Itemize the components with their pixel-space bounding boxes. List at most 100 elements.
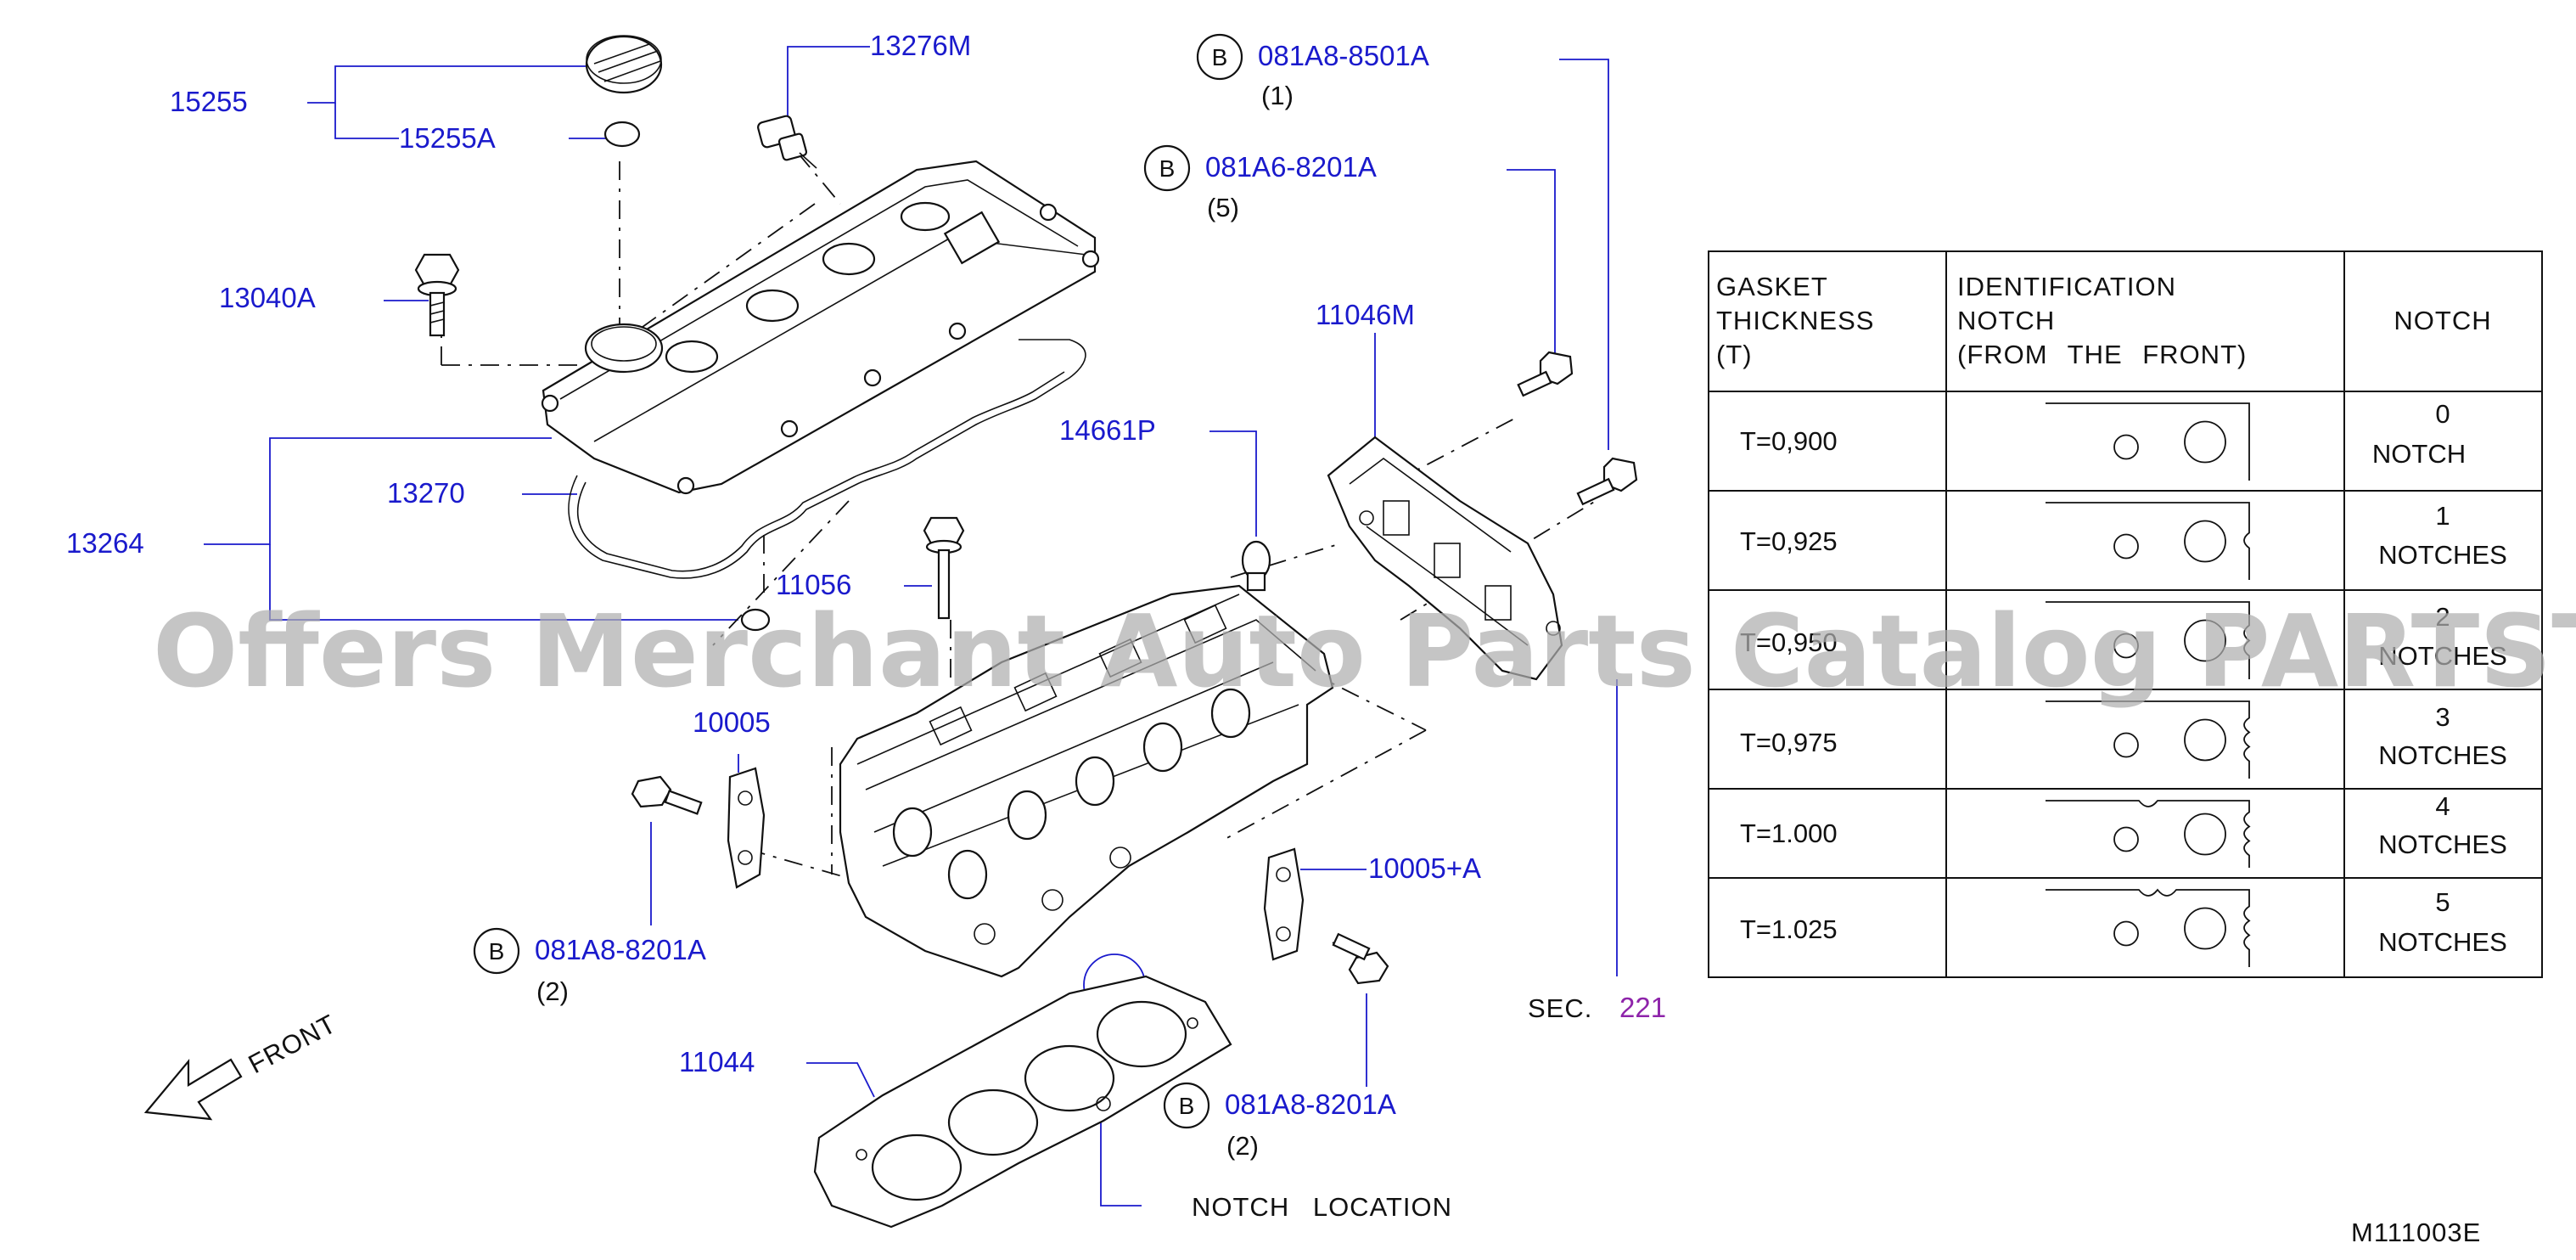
bolt-hole: [2113, 434, 2139, 460]
label-081a6-8201a[interactable]: 081A6-8201A: [1205, 151, 1377, 183]
row-notch-count: 1: [2435, 501, 2450, 531]
notch-diagram-row: [2046, 800, 2251, 868]
row-notch-count: 4: [2435, 791, 2450, 821]
label-14661p[interactable]: 14661P: [1059, 414, 1156, 446]
cylinder-hole: [2184, 619, 2226, 662]
b-circle-icon: [1196, 33, 1243, 81]
bolt-hole: [2113, 920, 2139, 947]
cover-bolt-drawing[interactable]: [414, 253, 460, 337]
pcv-valve-drawing[interactable]: [757, 115, 817, 169]
cylinder-head-bolt-drawing[interactable]: [923, 516, 965, 620]
timing-cover-drawing[interactable]: [1327, 436, 1563, 681]
label-11056[interactable]: 11056: [776, 569, 851, 600]
bolt-hole: [2113, 826, 2139, 852]
row-notch-word: NOTCHES: [2378, 830, 2507, 859]
label-13040a[interactable]: 13040A: [219, 282, 316, 313]
gasket-edge: [2046, 502, 2250, 580]
label-11044[interactable]: 11044: [679, 1046, 755, 1077]
row-notch-word: NOTCHES: [2378, 740, 2507, 770]
valve-cover-gasket-drawing[interactable]: [568, 339, 1086, 579]
gasket-thickness-table: GASKET THICKNESS (T) IDENTIFICATION NOTC…: [1708, 250, 2543, 978]
row-notch-word: NOTCH: [2372, 439, 2466, 469]
head-plug-drawing[interactable]: [1241, 540, 1271, 592]
qty-081a8-8501a: (1): [1261, 81, 1294, 110]
b-circle-icon: [473, 927, 520, 975]
bolt-hole: [2113, 633, 2139, 659]
label-10005a[interactable]: 10005+A: [1368, 852, 1481, 884]
row-notch-count: 3: [2435, 702, 2450, 732]
row-notch-word: NOTCHES: [2378, 927, 2507, 957]
b-callout-081a8-8201a-left[interactable]: B 081A8-8201A (2): [473, 927, 706, 1006]
section-reference-link[interactable]: 221: [1619, 992, 1666, 1023]
cap-seal-drawing[interactable]: [603, 121, 641, 148]
label-13264[interactable]: 13264: [66, 527, 144, 559]
qty-081a8-8201a-right: (2): [1226, 1131, 1259, 1161]
row-thickness: T=0,925: [1740, 526, 1838, 556]
cylinder-hole: [2184, 718, 2226, 762]
row-thickness: T=0,950: [1740, 627, 1838, 657]
b-letter: B: [489, 938, 505, 965]
row-notch-word: NOTCHES: [2378, 540, 2507, 570]
b-letter: B: [1179, 1093, 1195, 1119]
section-prefix-label: SEC.: [1528, 993, 1592, 1023]
label-081a8-8201a-right[interactable]: 081A8-8201A: [1225, 1088, 1396, 1120]
row-thickness: T=0,975: [1740, 728, 1838, 757]
cylinder-hole: [2184, 520, 2226, 563]
spark-plug-seal-drawing[interactable]: [740, 608, 771, 632]
cylinder-hole: [2184, 813, 2226, 856]
label-13270[interactable]: 13270: [387, 477, 465, 509]
oil-filler-cap-drawing[interactable]: [585, 35, 663, 94]
label-15255a[interactable]: 15255A: [399, 122, 496, 154]
bolt-right-drawing[interactable]: [1332, 932, 1389, 985]
header-notch-col: NOTCH: [2394, 306, 2491, 335]
qty-081a6-8201a: (5): [1207, 193, 1239, 222]
row-notch-count: 5: [2435, 887, 2450, 917]
notch-diagram-row: [2046, 402, 2250, 481]
b-callout-081a8-8201a-right[interactable]: B 081A8-8201A (2): [1163, 1082, 1396, 1161]
cylinder-hole: [2184, 907, 2226, 950]
gasket-edge: [2046, 888, 2251, 967]
notch-diagram-row: [2046, 888, 2251, 967]
exhaust-gasket-left-drawing[interactable]: [727, 767, 766, 889]
label-10005[interactable]: 10005: [693, 706, 771, 738]
row-thickness: T=1.025: [1740, 914, 1838, 944]
cylinder-head-drawing[interactable]: [839, 584, 1334, 978]
bolt-left-drawing[interactable]: [631, 775, 703, 815]
front-label: FRONT: [244, 1009, 341, 1079]
qty-081a8-8201a-left: (2): [536, 976, 569, 1006]
label-15255[interactable]: 15255: [170, 86, 248, 117]
header-t: (T): [1716, 340, 1753, 369]
label-13276m[interactable]: 13276M: [870, 30, 971, 61]
head-gasket-drawing[interactable]: [813, 975, 1232, 1229]
gasket-edge: [2046, 402, 2250, 481]
notch-diagram-row: [2046, 601, 2251, 679]
b-callout-081a6-8201a[interactable]: B 081A6-8201A (5): [1143, 144, 1377, 222]
row-notch-count: 2: [2435, 602, 2450, 632]
exhaust-gasket-right-drawing[interactable]: [1263, 847, 1305, 961]
row-thickness: T=1.000: [1740, 818, 1838, 848]
front-arrow-icon: [143, 1058, 243, 1121]
b-letter: B: [1212, 44, 1228, 70]
notch-diagram-row: [2046, 700, 2251, 779]
cylinder-hole: [2184, 420, 2226, 464]
valve-cover-drawing[interactable]: [541, 160, 1100, 495]
header-gasket: GASKET: [1716, 272, 1828, 301]
label-11046m[interactable]: 11046M: [1316, 299, 1415, 330]
b-circle-icon: [1163, 1082, 1210, 1129]
b-callout-081a8-8501a[interactable]: B 081A8-8501A (1): [1196, 33, 1429, 110]
notch-diagram-row: [2046, 502, 2250, 580]
diagram-code-label: M111003E: [2351, 1218, 2481, 1247]
watermark: Offers Merchant Auto Parts Catalog PARTS…: [153, 593, 2576, 710]
header-from-front: (FROM THE FRONT): [1957, 340, 2247, 369]
row-notch-count: 0: [2435, 399, 2450, 429]
bolt-hole: [2113, 732, 2139, 758]
row-notch-word: NOTCHES: [2378, 641, 2507, 671]
bolt-081a6-drawing[interactable]: [1517, 351, 1574, 397]
bolt-081a8-8501a-drawing[interactable]: [1576, 457, 1638, 506]
header-identification: IDENTIFICATION: [1957, 272, 2176, 301]
gasket-edge: [2046, 800, 2251, 868]
label-081a8-8201a-left[interactable]: 081A8-8201A: [535, 934, 706, 965]
label-081a8-8501a[interactable]: 081A8-8501A: [1258, 40, 1429, 71]
